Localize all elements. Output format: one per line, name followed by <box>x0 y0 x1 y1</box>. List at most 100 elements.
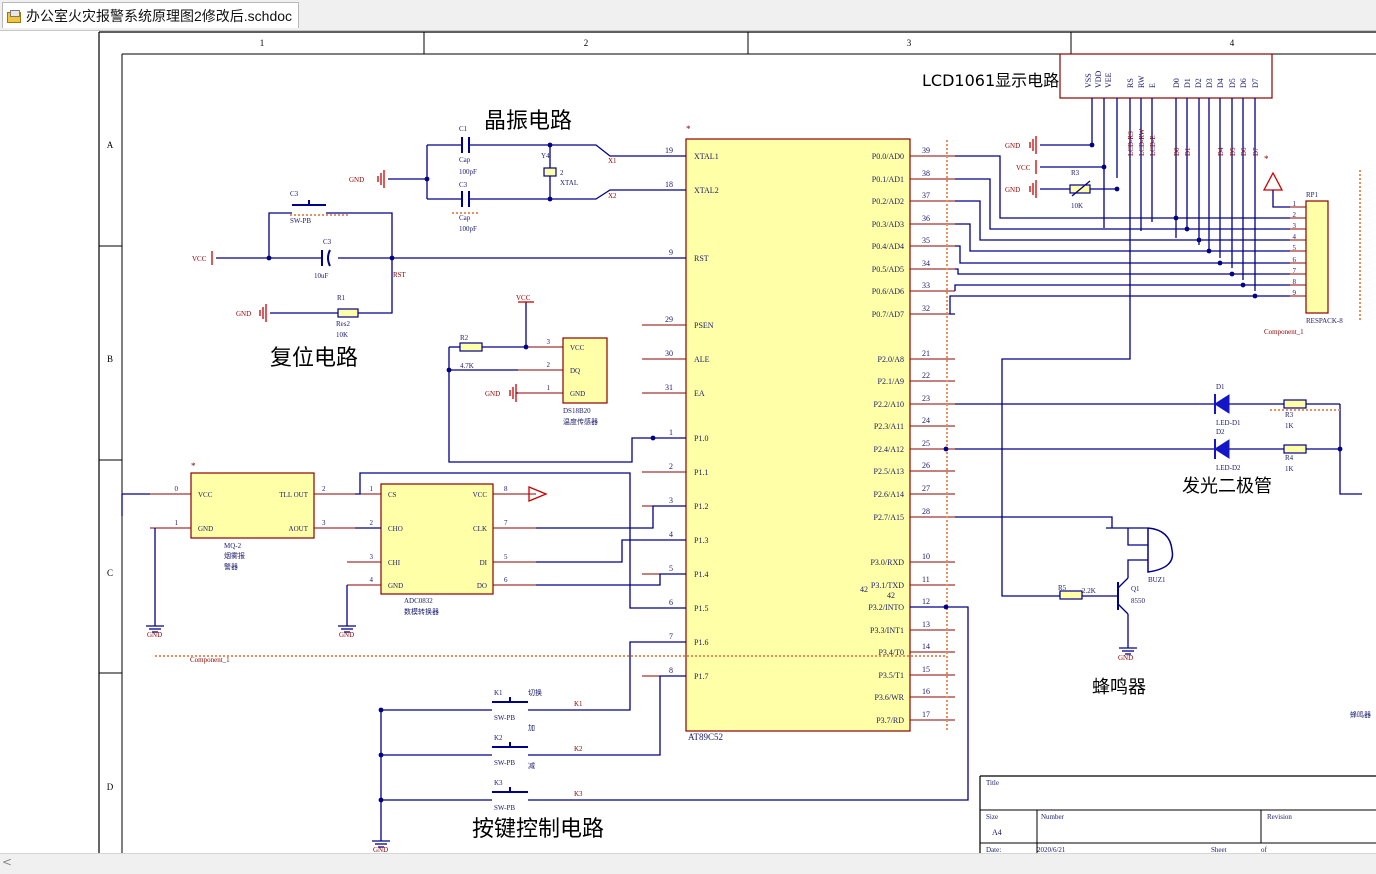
mcu-pin-name: XTAL1 <box>694 152 719 161</box>
title-reset-circuit: 复位电路 <box>270 346 358 371</box>
mcu-pin-name: P2.2/A10 <box>874 400 904 409</box>
junction-dot <box>1229 271 1235 277</box>
r2-resistor <box>459 342 483 352</box>
scroll-left-icon[interactable]: < <box>2 855 13 869</box>
q1-part: 8550 <box>1131 597 1146 605</box>
led-ref: D2 <box>1216 428 1225 436</box>
p0-bus-4 <box>955 245 1290 264</box>
mcu-pin-name: P0.3/AD3 <box>872 220 904 229</box>
crystal-c2-type: Cap <box>459 214 471 222</box>
lcd-pin-RW: RW <box>1137 75 1146 88</box>
adc-gnd-label: GND <box>339 631 354 639</box>
wire <box>1127 559 1148 578</box>
ds18b20-dq-net <box>448 347 686 463</box>
adc-pin-number: 3 <box>370 553 374 561</box>
ds18b20-pin-number: 2 <box>547 361 551 369</box>
r2-ref: R2 <box>460 334 469 342</box>
mcu-pin-name: P0.0/AD0 <box>872 152 904 161</box>
junction-dot <box>1089 142 1095 148</box>
adc-name: ADC0832 <box>404 597 433 605</box>
respack-pin-number: 2 <box>1293 211 1297 219</box>
key-net-label: K2 <box>574 745 583 753</box>
adc-pin-name: CHI <box>388 559 401 567</box>
mcu-pin-number: 7 <box>669 632 673 641</box>
crystal-xtal-body <box>543 167 557 177</box>
junction-dot <box>523 344 529 350</box>
reset-cap-value: 10uF <box>314 272 329 280</box>
junction-dot <box>378 707 384 713</box>
led-res-ref: R3 <box>1285 411 1294 419</box>
buzzer-r5 <box>1059 590 1083 600</box>
adc-di-net <box>536 539 686 563</box>
zone-column-label: 3 <box>907 38 912 48</box>
adc-pin-number: 8 <box>504 485 508 493</box>
mcu-pin-number: 38 <box>922 169 930 178</box>
mq2-pin-name: TLL OUT <box>279 491 308 499</box>
mq2-body <box>190 472 315 539</box>
mcu-pin-name: P2.7/A15 <box>874 513 904 522</box>
junction-dot <box>650 435 656 441</box>
adc-do-net <box>536 573 686 586</box>
mcu-pin-name: XTAL2 <box>694 186 719 195</box>
r3-ref: R3 <box>1071 169 1080 177</box>
mcu-pin-number: 2 <box>669 462 673 471</box>
mcu-pin-name: P0.6/AD6 <box>872 287 904 296</box>
crystal-y-name: XTAL <box>560 179 578 187</box>
respack-component: Component_1 <box>1264 328 1304 336</box>
reset-net-label: RST <box>393 271 407 279</box>
title-led-circuit: 发光二极管 <box>1182 476 1272 497</box>
buzzer-speaker <box>1147 527 1174 573</box>
crystal-gnd-label: GND <box>349 176 364 184</box>
lcd-pin-D4: D4 <box>1216 78 1225 88</box>
xtal1-net <box>470 144 686 157</box>
horizontal-scrollbar[interactable]: < <box>0 853 1376 874</box>
ds18b20-pin-name: DQ <box>570 367 580 375</box>
mq2-pin-name: AOUT <box>289 525 309 533</box>
mcu-pin-name: P2.4/A12 <box>874 445 904 454</box>
key-func: 减 <box>528 761 535 770</box>
junction-dot <box>378 752 384 758</box>
r2-value: 4.7K <box>460 362 474 370</box>
lcd-net-label: LCD-RW <box>1138 128 1146 156</box>
schdoc-file-icon <box>7 9 21 23</box>
reset-resistor <box>337 308 359 318</box>
adc-pin-name: DO <box>477 582 487 590</box>
mq2-desc2: 警器 <box>224 562 238 571</box>
document-tab[interactable]: 办公室火灾报警系统原理图2修改后.schdoc <box>2 2 300 28</box>
mcu-pin-number: 10 <box>922 552 930 561</box>
adc-pin-name: CHO <box>388 525 403 533</box>
mcu-pin-number: 33 <box>922 281 930 290</box>
mq2-pin-number: 1 <box>175 519 179 527</box>
respack-ref: RP1 <box>1306 191 1319 199</box>
mcu-pin-name: RST <box>694 254 709 263</box>
mcu-pin-number: 27 <box>922 484 930 493</box>
buzzer-gnd-label: GND <box>1118 654 1133 662</box>
mcu-pin-number: 26 <box>922 461 930 470</box>
respack-marker: * <box>1264 154 1269 164</box>
mcu-pin-name: P0.1/AD1 <box>872 175 904 184</box>
mcu-pin-number: 17 <box>922 710 930 719</box>
ds18b20-pin-name: VCC <box>570 344 585 352</box>
zone-column-label: 1 <box>260 38 265 48</box>
mcu-pin-number: 29 <box>665 315 673 324</box>
adc-pin-number: 4 <box>370 576 374 584</box>
mq2-pin-number: 2 <box>322 485 326 493</box>
mcu-pin-number: 32 <box>922 304 930 313</box>
mcu-pin-name: P1.3 <box>694 536 708 545</box>
mcu-pin-name: P1.6 <box>694 638 708 647</box>
lcd-header-body <box>1059 53 1273 99</box>
adc-pin-number: 1 <box>370 485 374 493</box>
key-func: 切换 <box>528 688 542 697</box>
mcu-pin-name: P1.1 <box>694 468 708 477</box>
p0-bus-5 <box>955 268 1290 275</box>
tab-bar: 办公室火灾报警系统原理图2修改后.schdoc <box>0 0 1376 31</box>
respack-vcc-power-flag <box>1262 171 1284 191</box>
r3-value: 10K <box>1071 202 1083 210</box>
lcd-net-label: D4 <box>1217 147 1225 156</box>
crystal-net-x1: X1 <box>608 157 617 165</box>
titleblock-of: of <box>1261 846 1268 853</box>
component-label: Component_1 <box>190 656 230 664</box>
zone-row-label: B <box>107 354 113 364</box>
junction-dot <box>378 797 384 803</box>
